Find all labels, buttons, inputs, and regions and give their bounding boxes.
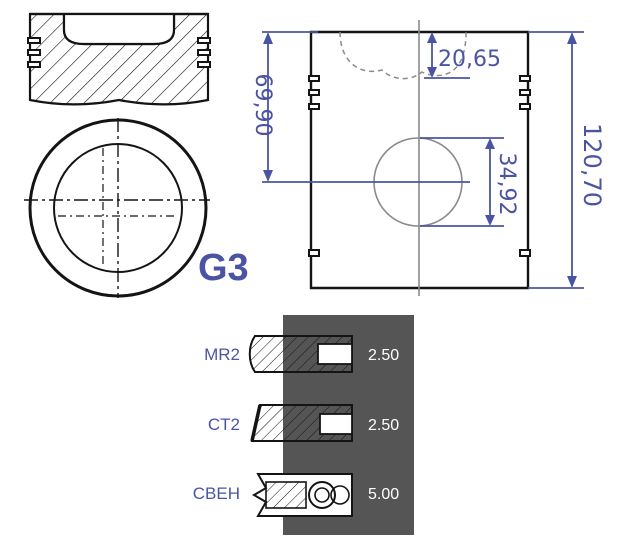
ring-ct2-width: 2.50 — [368, 417, 399, 434]
ring-mr2: MR2 2.50 — [204, 335, 399, 373]
side-ring-grooves-left — [308, 75, 320, 257]
ring-mr2-label: MR2 — [204, 345, 240, 364]
ring-ct2: CT2 2.50 — [208, 404, 399, 442]
dimension-compression-height: 69,90 — [250, 31, 470, 183]
ring-mr2-width: 2.50 — [368, 347, 399, 364]
dimension-pin-diameter: 34,92 — [420, 137, 519, 227]
crown-section-view — [27, 12, 211, 106]
total-height-value: 120,70 — [578, 123, 606, 207]
ring-ct2-label: CT2 — [208, 415, 240, 434]
crown-ring-grooves-left — [27, 37, 41, 68]
compression-height-value: 69,90 — [250, 74, 275, 137]
ring-cbeh-expander — [308, 481, 336, 509]
side-ring-grooves-right — [519, 75, 531, 257]
ring-cbeh-width: 5.00 — [368, 486, 399, 503]
hidden-combustion-bowl — [339, 31, 467, 80]
ring-cbeh-label: CBEH — [193, 484, 240, 503]
dimension-total-height: 120,70 — [528, 31, 606, 289]
ring-cbeh: CBEH 5.00 — [193, 473, 399, 517]
model-label: G3 — [198, 247, 249, 289]
crown-ring-grooves-right — [197, 37, 211, 68]
pin-diameter-value: 34,92 — [494, 153, 519, 216]
ring-set-panel: MR2 2.50 CT2 2.50 CBEH 5.00 — [193, 315, 414, 535]
dimension-bowl-depth: 20,65 — [424, 32, 501, 79]
bowl-depth-value: 20,65 — [438, 47, 501, 72]
crown-bowl-outline — [62, 14, 176, 46]
piston-top-view — [24, 118, 210, 298]
